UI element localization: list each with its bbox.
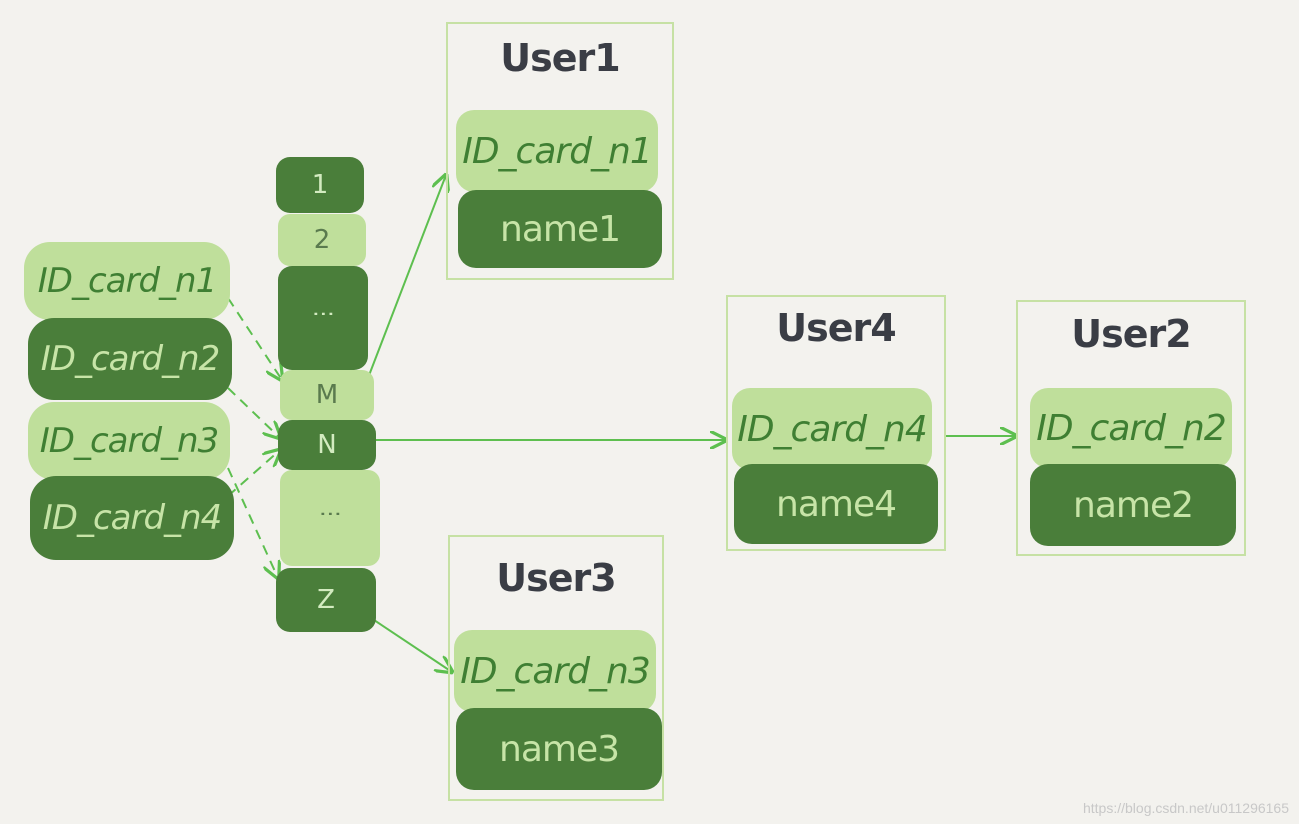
user2-key: ID_card_n2 xyxy=(1030,388,1232,468)
hash-slot-m: M xyxy=(280,370,374,420)
hash-slot-ellipsis-bottom: ⋮ xyxy=(280,470,380,566)
user3-record xyxy=(448,535,664,801)
user2-title: User2 xyxy=(1071,312,1191,356)
user4-name: name4 xyxy=(734,464,938,544)
left-key-n3: ID_card_n3 xyxy=(28,402,230,480)
user1-key: ID_card_n1 xyxy=(456,110,658,192)
hash-slot-ellipsis-top: ⋮ xyxy=(278,266,368,370)
user2-name: name2 xyxy=(1030,464,1236,546)
hash-slot-n: N xyxy=(278,420,376,470)
dashed-arrow-n3-to-n xyxy=(227,450,280,497)
user1-title: User1 xyxy=(500,36,620,80)
user3-title: User3 xyxy=(496,556,616,600)
hash-slot-z: Z xyxy=(276,568,376,632)
arrow-m-to-user1 xyxy=(367,175,446,379)
user1-name: name1 xyxy=(458,190,662,268)
user4-record xyxy=(726,295,946,551)
left-key-n2: ID_card_n2 xyxy=(28,318,232,400)
left-key-n4: ID_card_n4 xyxy=(30,476,234,560)
left-key-n1: ID_card_n1 xyxy=(24,242,230,320)
dashed-arrow-n4-to-z xyxy=(227,467,278,578)
user4-title: User4 xyxy=(776,306,896,350)
user4-key: ID_card_n4 xyxy=(732,388,932,470)
hash-slot-2: 2 xyxy=(278,214,366,266)
user3-key: ID_card_n3 xyxy=(454,630,656,712)
user3-name: name3 xyxy=(456,708,662,790)
watermark: https://blog.csdn.net/u011296165 xyxy=(1082,800,1289,816)
user2-record xyxy=(1016,300,1246,556)
arrow-z-to-user3 xyxy=(373,619,452,672)
user1-record xyxy=(446,22,674,280)
dashed-arrow-n1-to-n xyxy=(227,297,282,380)
dashed-arrow-n2-to-n xyxy=(227,387,280,438)
hash-slot-1: 1 xyxy=(276,157,364,213)
